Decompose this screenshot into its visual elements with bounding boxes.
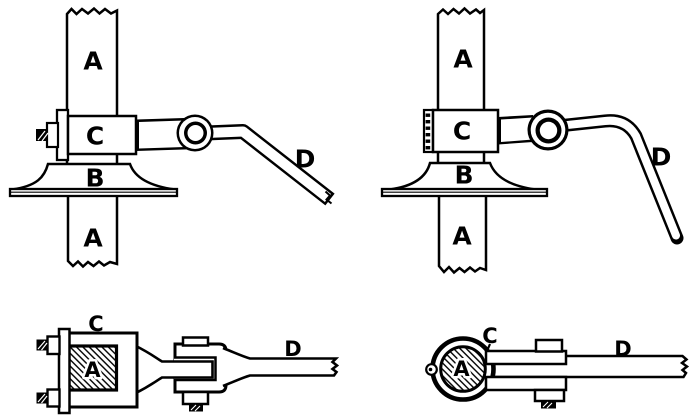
label-lever: D [295, 145, 316, 174]
rod-section-hatched [439, 345, 487, 393]
label-clamp: C [453, 117, 471, 146]
label-clamp: C [482, 324, 497, 348]
strap-nut [533, 388, 566, 403]
label-rod-top: A [83, 47, 103, 76]
label-clamp: C [86, 122, 104, 151]
label-rod-top: A [453, 45, 473, 74]
strap-bolt-boss [534, 338, 564, 353]
bolt-head-threads [37, 130, 49, 142]
bolt-nut-top [46, 335, 61, 356]
label-clamp-leader [485, 343, 492, 352]
bolt-nut [45, 121, 60, 149]
bolt-nut-bottom [46, 388, 61, 408]
bar-d [222, 346, 340, 388]
label-rod-section: A [453, 357, 470, 381]
clamp-neck-stem [133, 343, 214, 396]
label-rod-bottom: A [83, 224, 103, 253]
clevis-bolt-boss [181, 336, 210, 347]
rod-lower [437, 193, 488, 275]
label-lever: D [651, 143, 672, 172]
eye-hole [187, 125, 204, 141]
clevis-bolt-threads [190, 404, 201, 412]
lever-bar-break [324, 190, 333, 205]
rod-section-hatched [66, 344, 119, 392]
strap-bolt-end [541, 401, 556, 409]
lever-bar-face [205, 126, 332, 202]
lever-arm-face [501, 117, 533, 142]
lever-rod-outline [551, 114, 684, 245]
clevis-nut [181, 390, 210, 406]
bolt-head-bottom-threads [37, 393, 48, 404]
clevis-bolt-end [189, 404, 203, 412]
strap-bolt-threads [542, 401, 553, 409]
label-rod-bottom: A [452, 222, 472, 251]
view-top-right: A C B A D [380, 6, 684, 275]
clamp-plate [57, 327, 71, 415]
pivot-pin-dot [428, 367, 433, 372]
label-lever: D [284, 337, 301, 361]
clamp-box [431, 108, 500, 154]
strap-upper [484, 349, 568, 366]
label-base: B [85, 164, 104, 193]
ring-hole [539, 121, 558, 140]
clamp-box [66, 114, 138, 156]
rod-lower [66, 193, 119, 269]
clamp-serrations [425, 113, 431, 150]
view-bottom-right: C A D [425, 324, 690, 409]
label-base: B [454, 161, 473, 190]
strap-lower [484, 375, 568, 392]
bolt-head-top-threads [37, 340, 48, 351]
label-rod-section: A [84, 358, 101, 382]
view-top-left: A C B A D [8, 6, 335, 269]
lever-rod-face [554, 116, 680, 240]
label-clamp: C [88, 312, 103, 336]
label-lever: D [614, 337, 631, 361]
view-bottom-left: C A D [36, 312, 340, 415]
